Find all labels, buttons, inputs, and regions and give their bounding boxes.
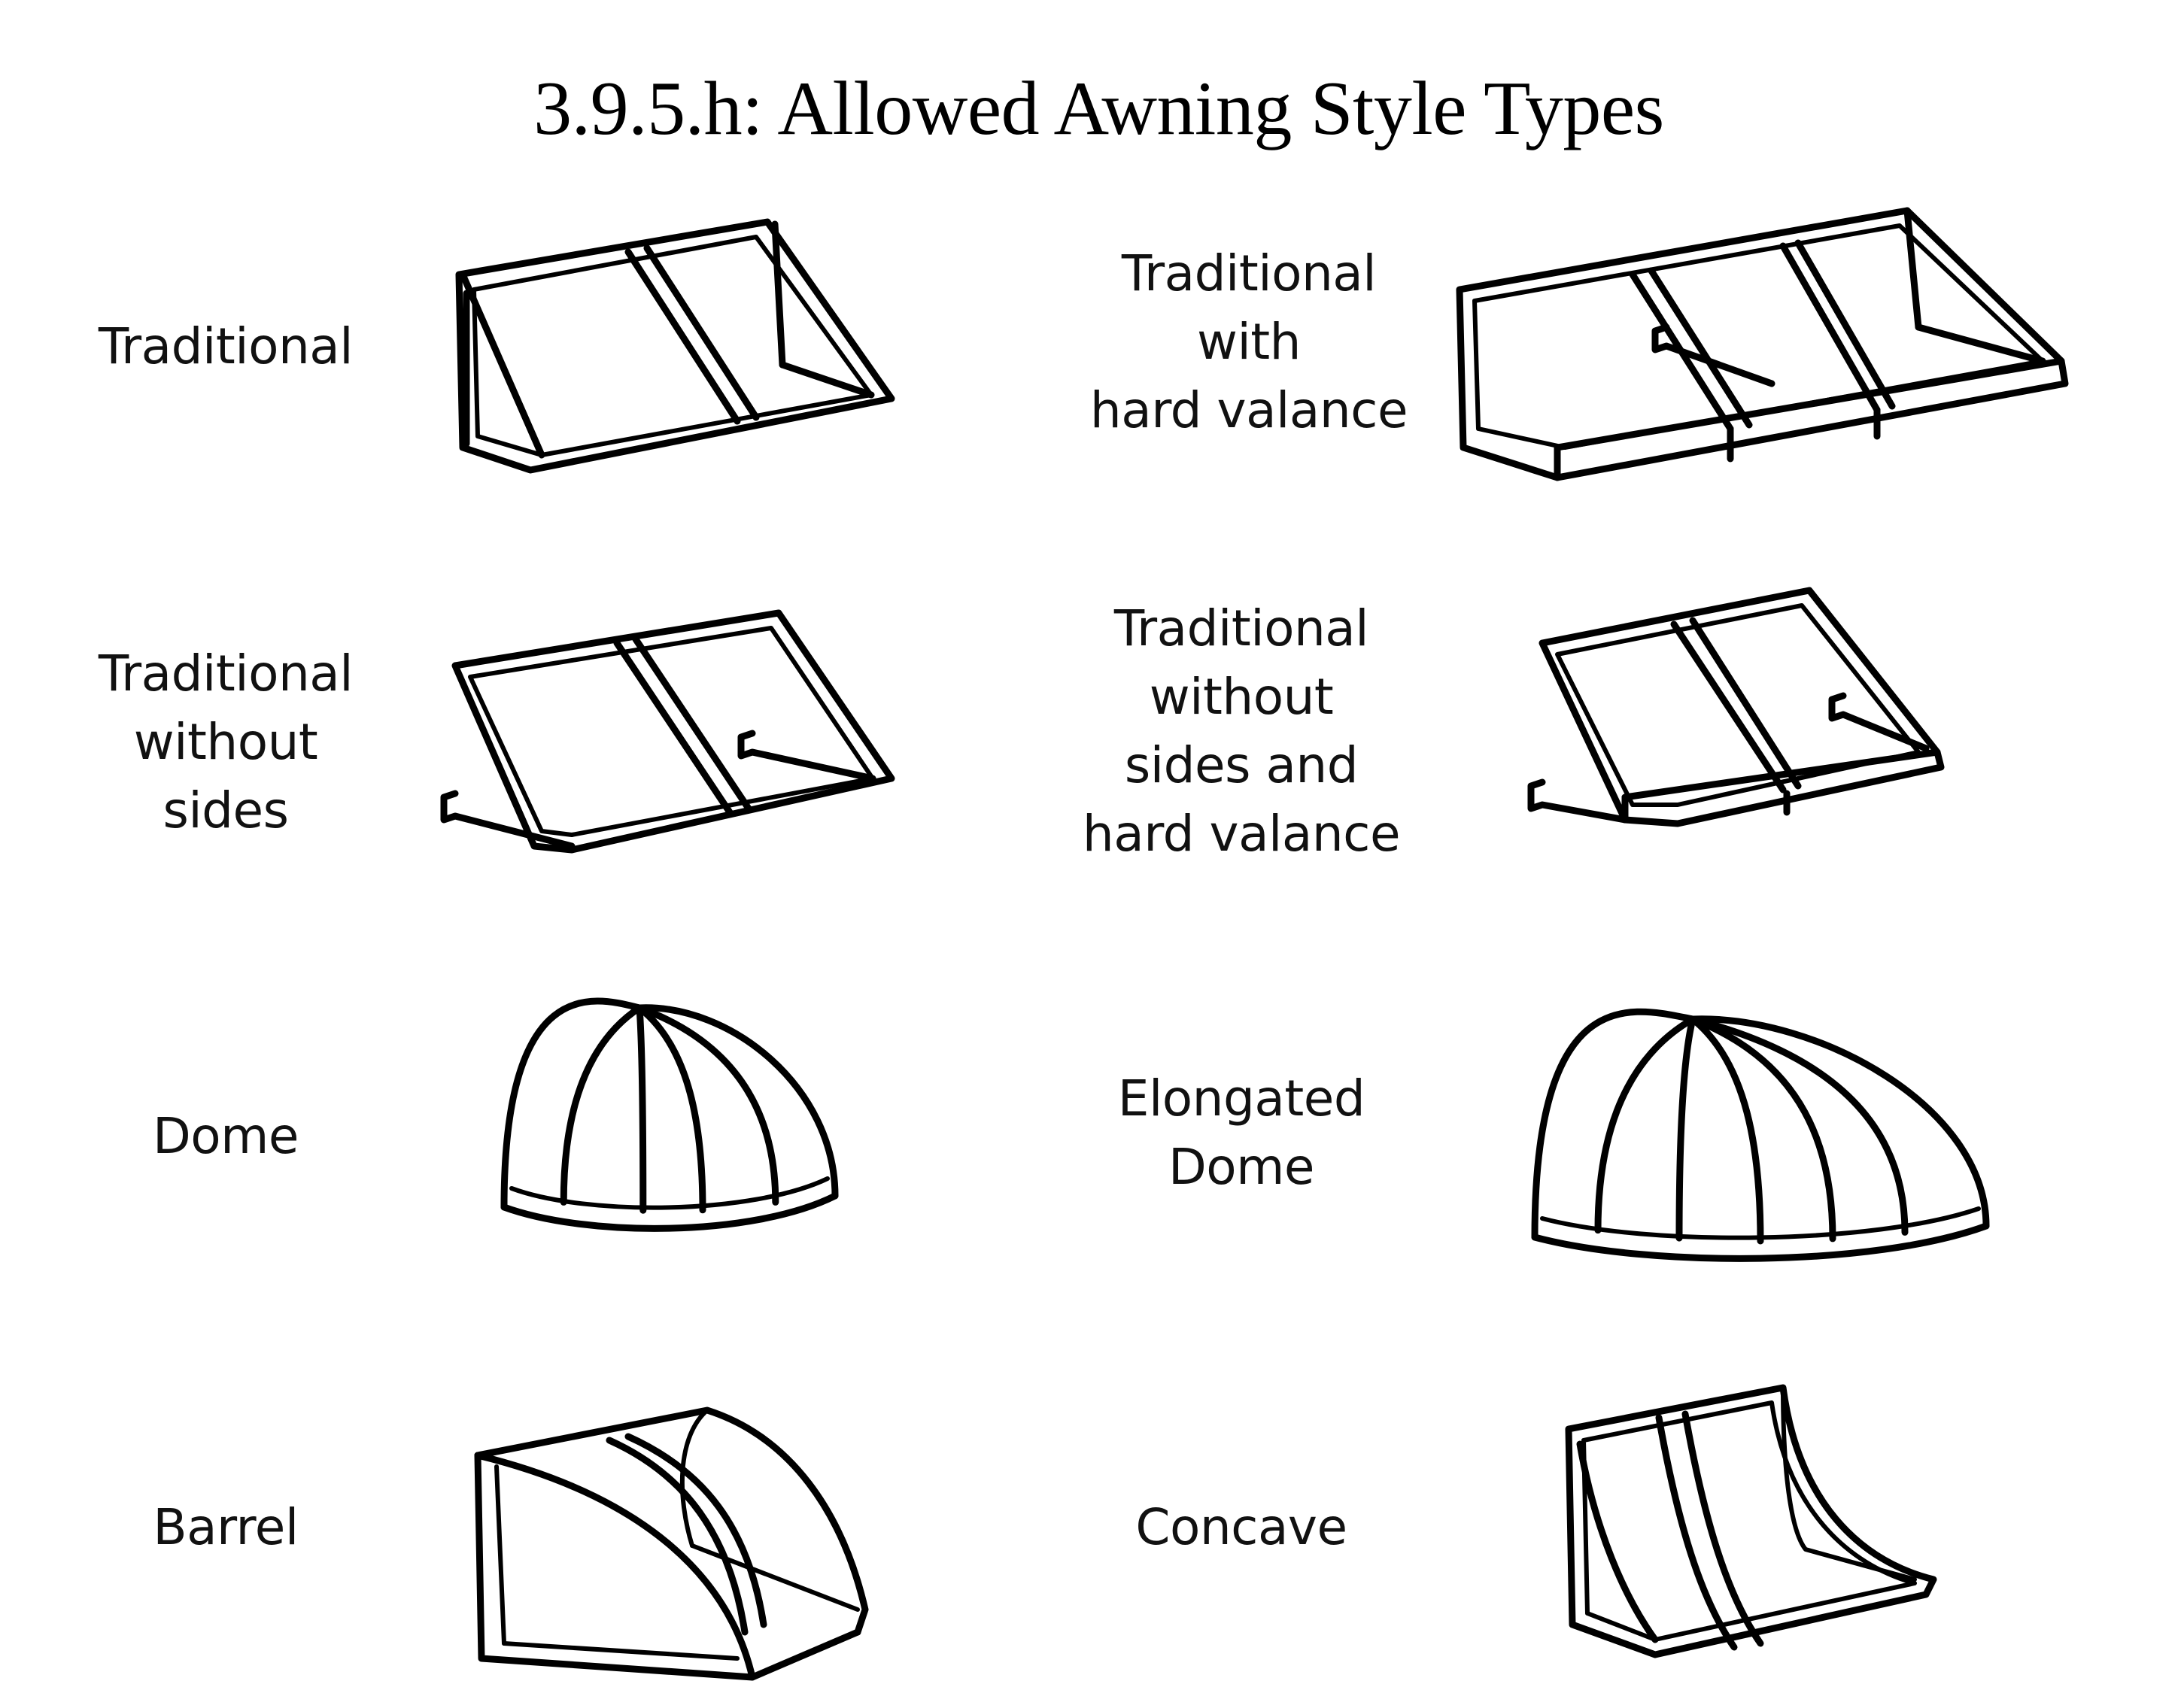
elongated-dome-awning-icon [1531, 1008, 1990, 1262]
label-traditional: Traditional [98, 317, 354, 375]
page-title: 3.9.5.h: Allowed Awning Style Types [533, 66, 1664, 151]
dome-awning-icon [500, 997, 839, 1232]
traditional-awning-icon [455, 218, 895, 474]
traditional-no-sides-awning-icon [440, 609, 895, 854]
label-barrel: Barrel [153, 1498, 299, 1556]
label-elongated-dome: Elongated Dome [1117, 1070, 1365, 1196]
concave-awning-icon [1565, 1384, 1937, 1658]
label-traditional-no-sides: Traditional without sides [98, 645, 354, 839]
label-traditional-hard-valance: Traditional with hard valance [1089, 244, 1408, 439]
label-dome: Dome [152, 1107, 299, 1165]
label-concave: Concave [1135, 1498, 1347, 1556]
traditional-hard-valance-awning-icon [1456, 207, 2069, 481]
traditional-no-sides-hard-valance-awning-icon [1527, 587, 1945, 827]
label-traditional-no-sides-hard-valance: Traditional without sides and hard valan… [1082, 599, 1401, 863]
barrel-awning-icon [474, 1406, 869, 1681]
